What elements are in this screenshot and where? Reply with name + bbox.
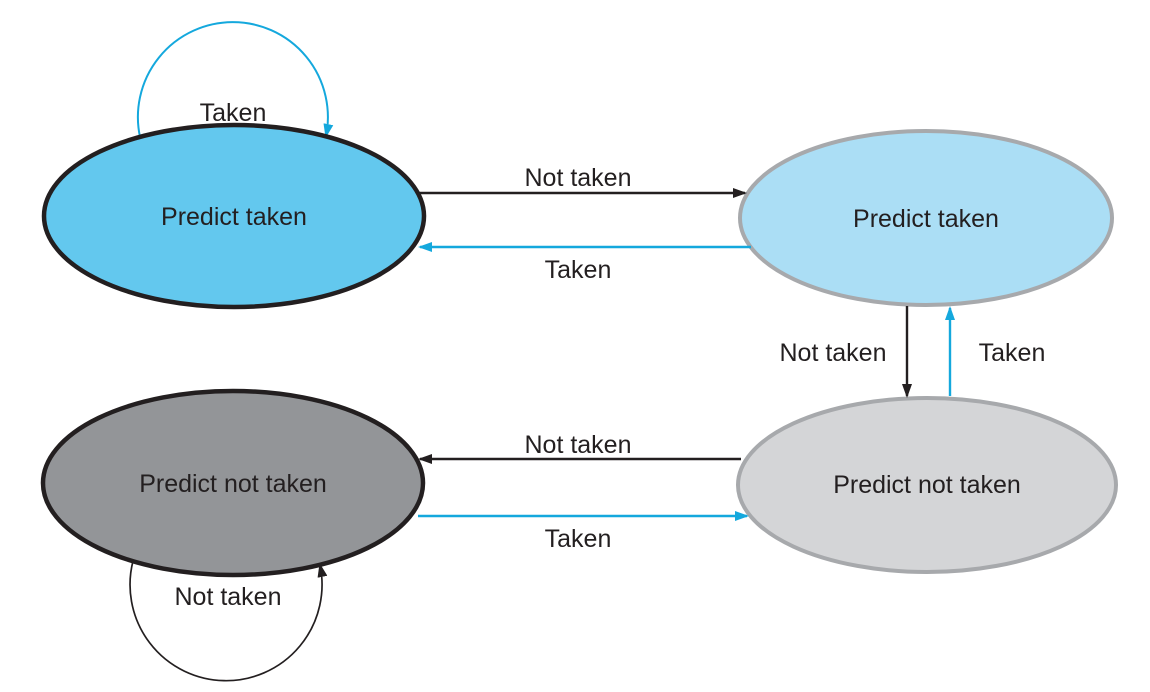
- state-label-strong-predict-taken: Predict taken: [161, 203, 307, 231]
- edge-strong-not-taken-self-loop: [129, 560, 328, 682]
- state-weak-predict-taken: [738, 129, 1114, 307]
- edge-label-weak-taken-to-weak-not-taken: Not taken: [779, 339, 886, 367]
- state-label-weak-predict-not-taken: Predict not taken: [833, 471, 1021, 499]
- state-strong-predict-taken: [41, 122, 427, 310]
- edge-label-strong-taken-to-weak-taken: Not taken: [524, 164, 631, 192]
- state-label-strong-predict-not-taken: Predict not taken: [139, 470, 327, 498]
- edge-label-weak-taken-to-strong-taken: Taken: [545, 256, 612, 284]
- state-label-weak-predict-taken: Predict taken: [853, 205, 999, 233]
- state-strong-predict-not-taken: [40, 388, 426, 578]
- state-weak-predict-not-taken: [736, 396, 1118, 574]
- edge-label-strong-not-taken-to-weak-not-taken: Taken: [545, 525, 612, 553]
- edge-label-weak-not-taken-to-strong-not-taken: Not taken: [524, 431, 631, 459]
- edge-label-weak-not-taken-to-weak-taken: Taken: [979, 339, 1046, 367]
- edge-strong-taken-self-loop: [136, 21, 334, 138]
- edge-label-strong-not-taken-self: Not taken: [174, 583, 281, 611]
- edge-label-strong-taken-self: Taken: [200, 99, 267, 127]
